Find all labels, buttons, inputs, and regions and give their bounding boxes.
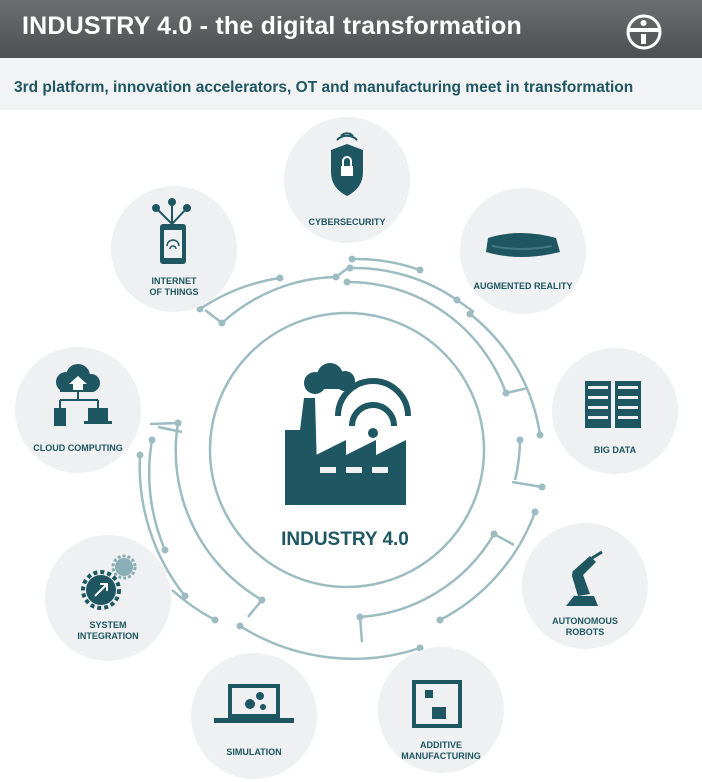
node-autonomous-robots[interactable]: AUTONOMOUS ROBOTS [522, 523, 648, 649]
gears-arrows-icon [81, 554, 137, 610]
shield-lock-icon [331, 132, 363, 196]
phone-network-icon [152, 198, 191, 264]
label-cloud-computing: CLOUD COMPUTING [33, 443, 123, 453]
page-title: INDUSTRY 4.0 - the digital transformatio… [22, 12, 522, 40]
node-augmented-reality[interactable]: AUGMENTED REALITY [460, 188, 586, 314]
node-additive-manufacturing[interactable]: ADDITIVE MANUFACTURING [378, 647, 504, 773]
label-internet-of-things-1: INTERNET [152, 276, 198, 286]
industry-diagram: INDUSTRY 4.0 CYBERSECURITY AUGMENTED REA… [15, 117, 678, 779]
label-cybersecurity: CYBERSECURITY [308, 217, 385, 227]
label-big-data: BIG DATA [594, 445, 637, 455]
robot-arm-icon [566, 550, 603, 606]
server-rack-icon [585, 381, 641, 428]
3d-printer-icon [412, 680, 462, 728]
logo-icon [626, 14, 662, 50]
header-bar [0, 0, 702, 58]
node-big-data[interactable]: BIG DATA [552, 348, 678, 474]
label-autonomous-robots-2: ROBOTS [566, 627, 605, 637]
page-subtitle: 3rd platform, innovation accelerators, O… [14, 79, 634, 96]
node-cloud-computing[interactable]: CLOUD COMPUTING [15, 347, 141, 473]
node-cybersecurity[interactable]: CYBERSECURITY [284, 117, 410, 243]
circuit-nodes [136, 255, 546, 652]
vr-headset-icon [486, 233, 560, 257]
label-autonomous-robots-1: AUTONOMOUS [552, 616, 618, 626]
label-internet-of-things-2: OF THINGS [150, 287, 199, 297]
laptop-gears-icon [214, 684, 294, 723]
cloud-network-icon [54, 364, 112, 426]
label-system-integration-2: INTEGRATION [77, 631, 138, 641]
node-simulation[interactable]: SIMULATION [191, 653, 317, 779]
node-system-integration[interactable]: SYSTEM INTEGRATION [45, 535, 171, 661]
label-system-integration-1: SYSTEM [89, 620, 126, 630]
label-augmented-reality: AUGMENTED REALITY [474, 281, 573, 291]
factory-icon [285, 363, 411, 505]
label-additive-manufacturing-2: MANUFACTURING [401, 751, 481, 761]
node-internet-of-things[interactable]: INTERNET OF THINGS [111, 186, 237, 312]
center-label: INDUSTRY 4.0 [281, 529, 409, 550]
subtitle-band [0, 58, 702, 110]
label-simulation: SIMULATION [226, 747, 281, 757]
label-additive-manufacturing-1: ADDITIVE [420, 740, 462, 750]
